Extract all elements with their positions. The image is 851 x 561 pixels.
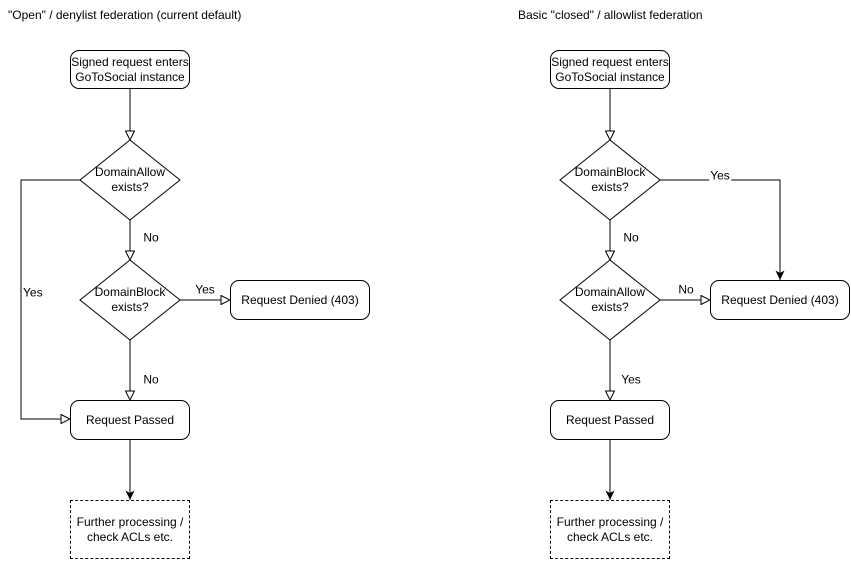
node-request-passed-open: Request Passed bbox=[70, 400, 190, 440]
decision-diamond-domainblock-open bbox=[79, 259, 181, 341]
edge-label-no-domainallow-open: No bbox=[142, 230, 160, 245]
node-request-denied-open: Request Denied (403) bbox=[230, 280, 370, 320]
edge-label-yes-domainallow-closed: Yes bbox=[620, 372, 642, 387]
chart-title-closed-allowlist: Basic "closed" / allowlist federation bbox=[518, 8, 703, 22]
edge-label-no-domainblock-open: No bbox=[142, 372, 160, 387]
edge-label-no-domainallow-closed: No bbox=[677, 282, 695, 297]
node-start-closed: Signed request enters GoToSocial instanc… bbox=[550, 50, 670, 89]
node-request-denied-closed: Request Denied (403) bbox=[710, 280, 850, 320]
edge-label-yes-domainblock-closed: Yes bbox=[709, 168, 731, 183]
decision-diamond-domainblock-closed bbox=[559, 139, 661, 221]
edge-label-yes-loop-open: Yes bbox=[22, 285, 44, 300]
connector-domainblock-yes-to-denied-closed bbox=[660, 179, 785, 280]
node-request-passed-closed: Request Passed bbox=[550, 400, 670, 440]
decision-diamond-domainallow-open bbox=[79, 139, 181, 221]
node-start-open: Signed request enters GoToSocial instanc… bbox=[70, 50, 190, 89]
edge-label-yes-domainblock-open: Yes bbox=[194, 282, 216, 297]
decision-diamond-domainallow-closed bbox=[559, 259, 661, 341]
node-further-processing-closed: Further processing / check ACLs etc. bbox=[550, 500, 670, 559]
edge-label-no-domainblock-closed: No bbox=[622, 230, 640, 245]
connector-domainallow-yes-loop-to-passed-open bbox=[20, 179, 80, 419]
node-further-processing-open: Further processing / check ACLs etc. bbox=[70, 500, 190, 559]
chart-title-open-denylist: "Open" / denylist federation (current de… bbox=[8, 8, 242, 22]
